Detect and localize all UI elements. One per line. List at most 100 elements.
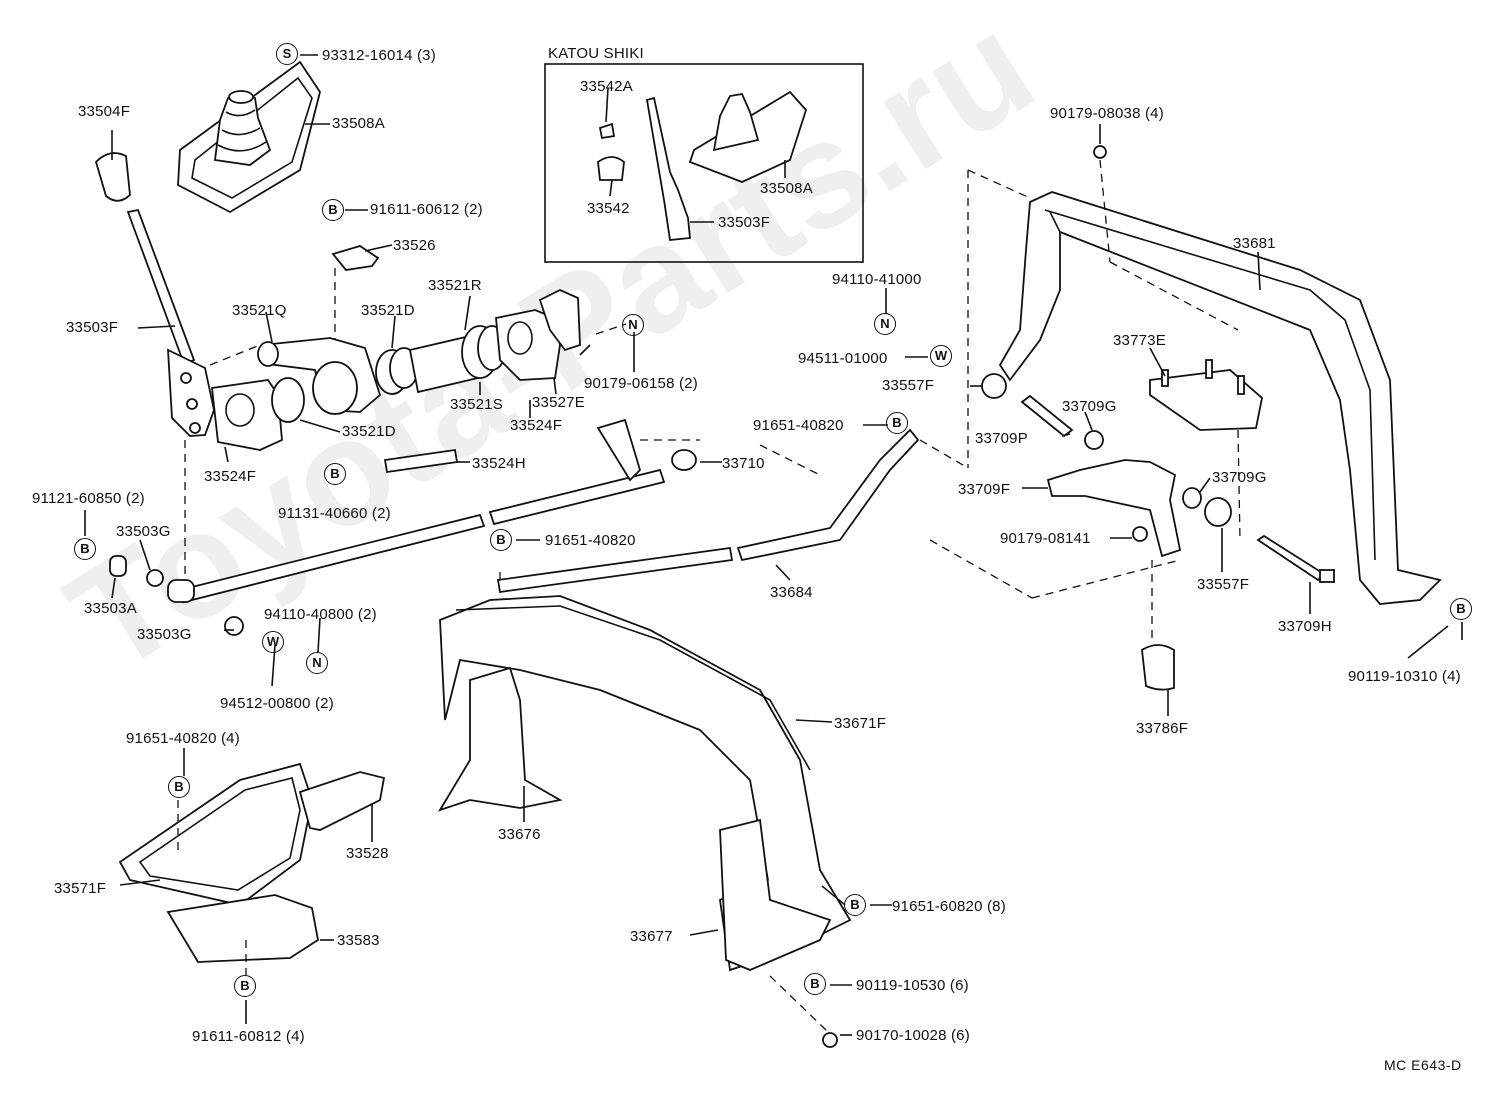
- mount-studs: [1161, 359, 1245, 395]
- label-33709G-top: 33709G: [1062, 398, 1117, 415]
- label-91651-60820: 91651-60820 (8): [892, 898, 1006, 915]
- label-33521Q: 33521Q: [232, 302, 287, 319]
- label-33521R: 33521R: [428, 277, 482, 294]
- label-91131-40660: 91131-40660 (2): [278, 505, 391, 522]
- label-33557F-bottom: 33557F: [1197, 576, 1250, 593]
- rod-33684: [496, 428, 920, 594]
- label-33681: 33681: [1233, 235, 1276, 252]
- nut-symbol: N: [622, 314, 644, 336]
- plate-33583: [166, 894, 319, 963]
- label-33557F-top: 33557F: [882, 377, 935, 394]
- label-33503G-bottom: 33503G: [137, 626, 192, 643]
- katou-shiki-parts: [597, 90, 808, 241]
- label-33504F: 33504F: [78, 103, 131, 120]
- label-90170-10028: 90170-10028 (6): [856, 1027, 970, 1044]
- label-33503A: 33503A: [84, 600, 137, 617]
- label-90179-08141: 90179-08141: [1000, 530, 1091, 547]
- label-33528: 33528: [346, 845, 389, 862]
- bolt-symbol: B: [74, 538, 96, 560]
- label-33671F: 33671F: [834, 715, 887, 732]
- bolt-symbol: B: [886, 412, 908, 434]
- bracket-33524F-left: [211, 377, 305, 451]
- label-33542: 33542: [587, 200, 630, 217]
- bolt-symbol: B: [844, 894, 866, 916]
- bolt-symbol: B: [1450, 598, 1472, 620]
- pin-33709P: [1020, 394, 1074, 438]
- label-33524H: 33524H: [472, 455, 526, 472]
- label-94110-40800: 94110-40800 (2): [264, 606, 377, 623]
- bushing-33503A: [109, 555, 127, 577]
- shift-knob: [94, 152, 131, 202]
- label-33677: 33677: [630, 928, 673, 945]
- bushing-33709G-right: [1182, 487, 1202, 509]
- boot-33528: [298, 771, 386, 831]
- screw-symbol: S: [276, 43, 298, 65]
- label-33508A: 33508A: [332, 115, 385, 132]
- label-91651-40820-b: 91651-40820: [545, 532, 636, 549]
- bolt-33709H-head: [1319, 569, 1335, 583]
- washer-symbol: W: [930, 345, 952, 367]
- label-91611-60612: 91611-60612 (2): [370, 201, 483, 218]
- label-33503F: 33503F: [66, 319, 119, 336]
- crossmember-33681: [998, 191, 1442, 605]
- label-91651-40820-c: 91651-40820 (4): [126, 730, 240, 747]
- drawing-code: MC E643-D: [1384, 1057, 1462, 1073]
- label-90119-10530: 90119-10530 (6): [856, 977, 969, 994]
- cover-33786F: [1141, 644, 1175, 691]
- bushing-33709G-top: [1084, 430, 1104, 450]
- bushing-33557F-top: [981, 373, 1007, 399]
- nut-90179-08038: [1093, 145, 1107, 159]
- nut-90170-10028: [822, 1032, 838, 1048]
- label-33786F: 33786F: [1136, 720, 1189, 737]
- rod-33524H: [383, 448, 459, 474]
- label-33684: 33684: [770, 584, 813, 601]
- bolt-33709H: [1256, 534, 1326, 582]
- shift-rod: [167, 418, 697, 604]
- label-91121-60850: 91121-60850 (2): [32, 490, 145, 507]
- label-33571F: 33571F: [54, 880, 107, 897]
- bolt-symbol: B: [324, 463, 346, 485]
- bolt-symbol: B: [804, 973, 826, 995]
- label-33709P: 33709P: [975, 430, 1028, 447]
- bracket-33526: [331, 245, 380, 271]
- label-33503F-katou: 33503F: [718, 214, 771, 231]
- mount-33773E: [1149, 369, 1263, 431]
- label-90119-10310: 90119-10310 (4): [1348, 668, 1461, 685]
- label-33709G-right: 33709G: [1212, 469, 1267, 486]
- assembly-lines: [177, 159, 1241, 1031]
- bushing-33503G-bottom: [224, 616, 244, 636]
- cover-33571F: [118, 762, 313, 906]
- bushing-33557F-bottom: [1204, 497, 1232, 527]
- nut-90179-08141: [1132, 526, 1148, 542]
- shift-lever-33503F: [126, 208, 215, 437]
- label-33709H: 33709H: [1278, 618, 1332, 635]
- label-33503G-top: 33503G: [116, 523, 171, 540]
- washer-symbol: W: [262, 631, 284, 653]
- label-90179-08038: 90179-08038 (4): [1050, 105, 1164, 122]
- label-33527E: 33527E: [532, 394, 585, 411]
- shift-boot-33508A: [177, 60, 321, 214]
- bracket-33709F: [1046, 459, 1182, 558]
- label-33676: 33676: [498, 826, 541, 843]
- label-94512-00800: 94512-00800 (2): [220, 695, 334, 712]
- label-91611-60812: 91611-60812 (4): [192, 1028, 305, 1045]
- label-33542A: 33542A: [580, 78, 633, 95]
- bracket-33676: [437, 666, 563, 812]
- label-91651-40820-a: 91651-40820: [753, 417, 844, 434]
- label-94511-01000: 94511-01000: [798, 350, 888, 367]
- katou-shiki-inset-box: [544, 63, 864, 263]
- katou-shiki-title: KATOU SHIKI: [548, 45, 644, 62]
- bushing-33503G-top: [146, 569, 164, 587]
- selector-housing: [257, 289, 581, 415]
- leader-lines: [84, 54, 1463, 1036]
- bracket-33677: [719, 818, 832, 971]
- label-94110-41000: 94110-41000: [832, 271, 922, 288]
- bolt-symbol: B: [322, 199, 344, 221]
- label-33524F-right: 33524F: [510, 417, 563, 434]
- label-90179-06158: 90179-06158 (2): [584, 375, 698, 392]
- bolt-symbol: B: [168, 776, 190, 798]
- label-33526: 33526: [393, 237, 436, 254]
- label-33521D-top: 33521D: [361, 302, 415, 319]
- label-33508A-katou: 33508A: [760, 180, 813, 197]
- bolt-symbol: B: [234, 975, 256, 997]
